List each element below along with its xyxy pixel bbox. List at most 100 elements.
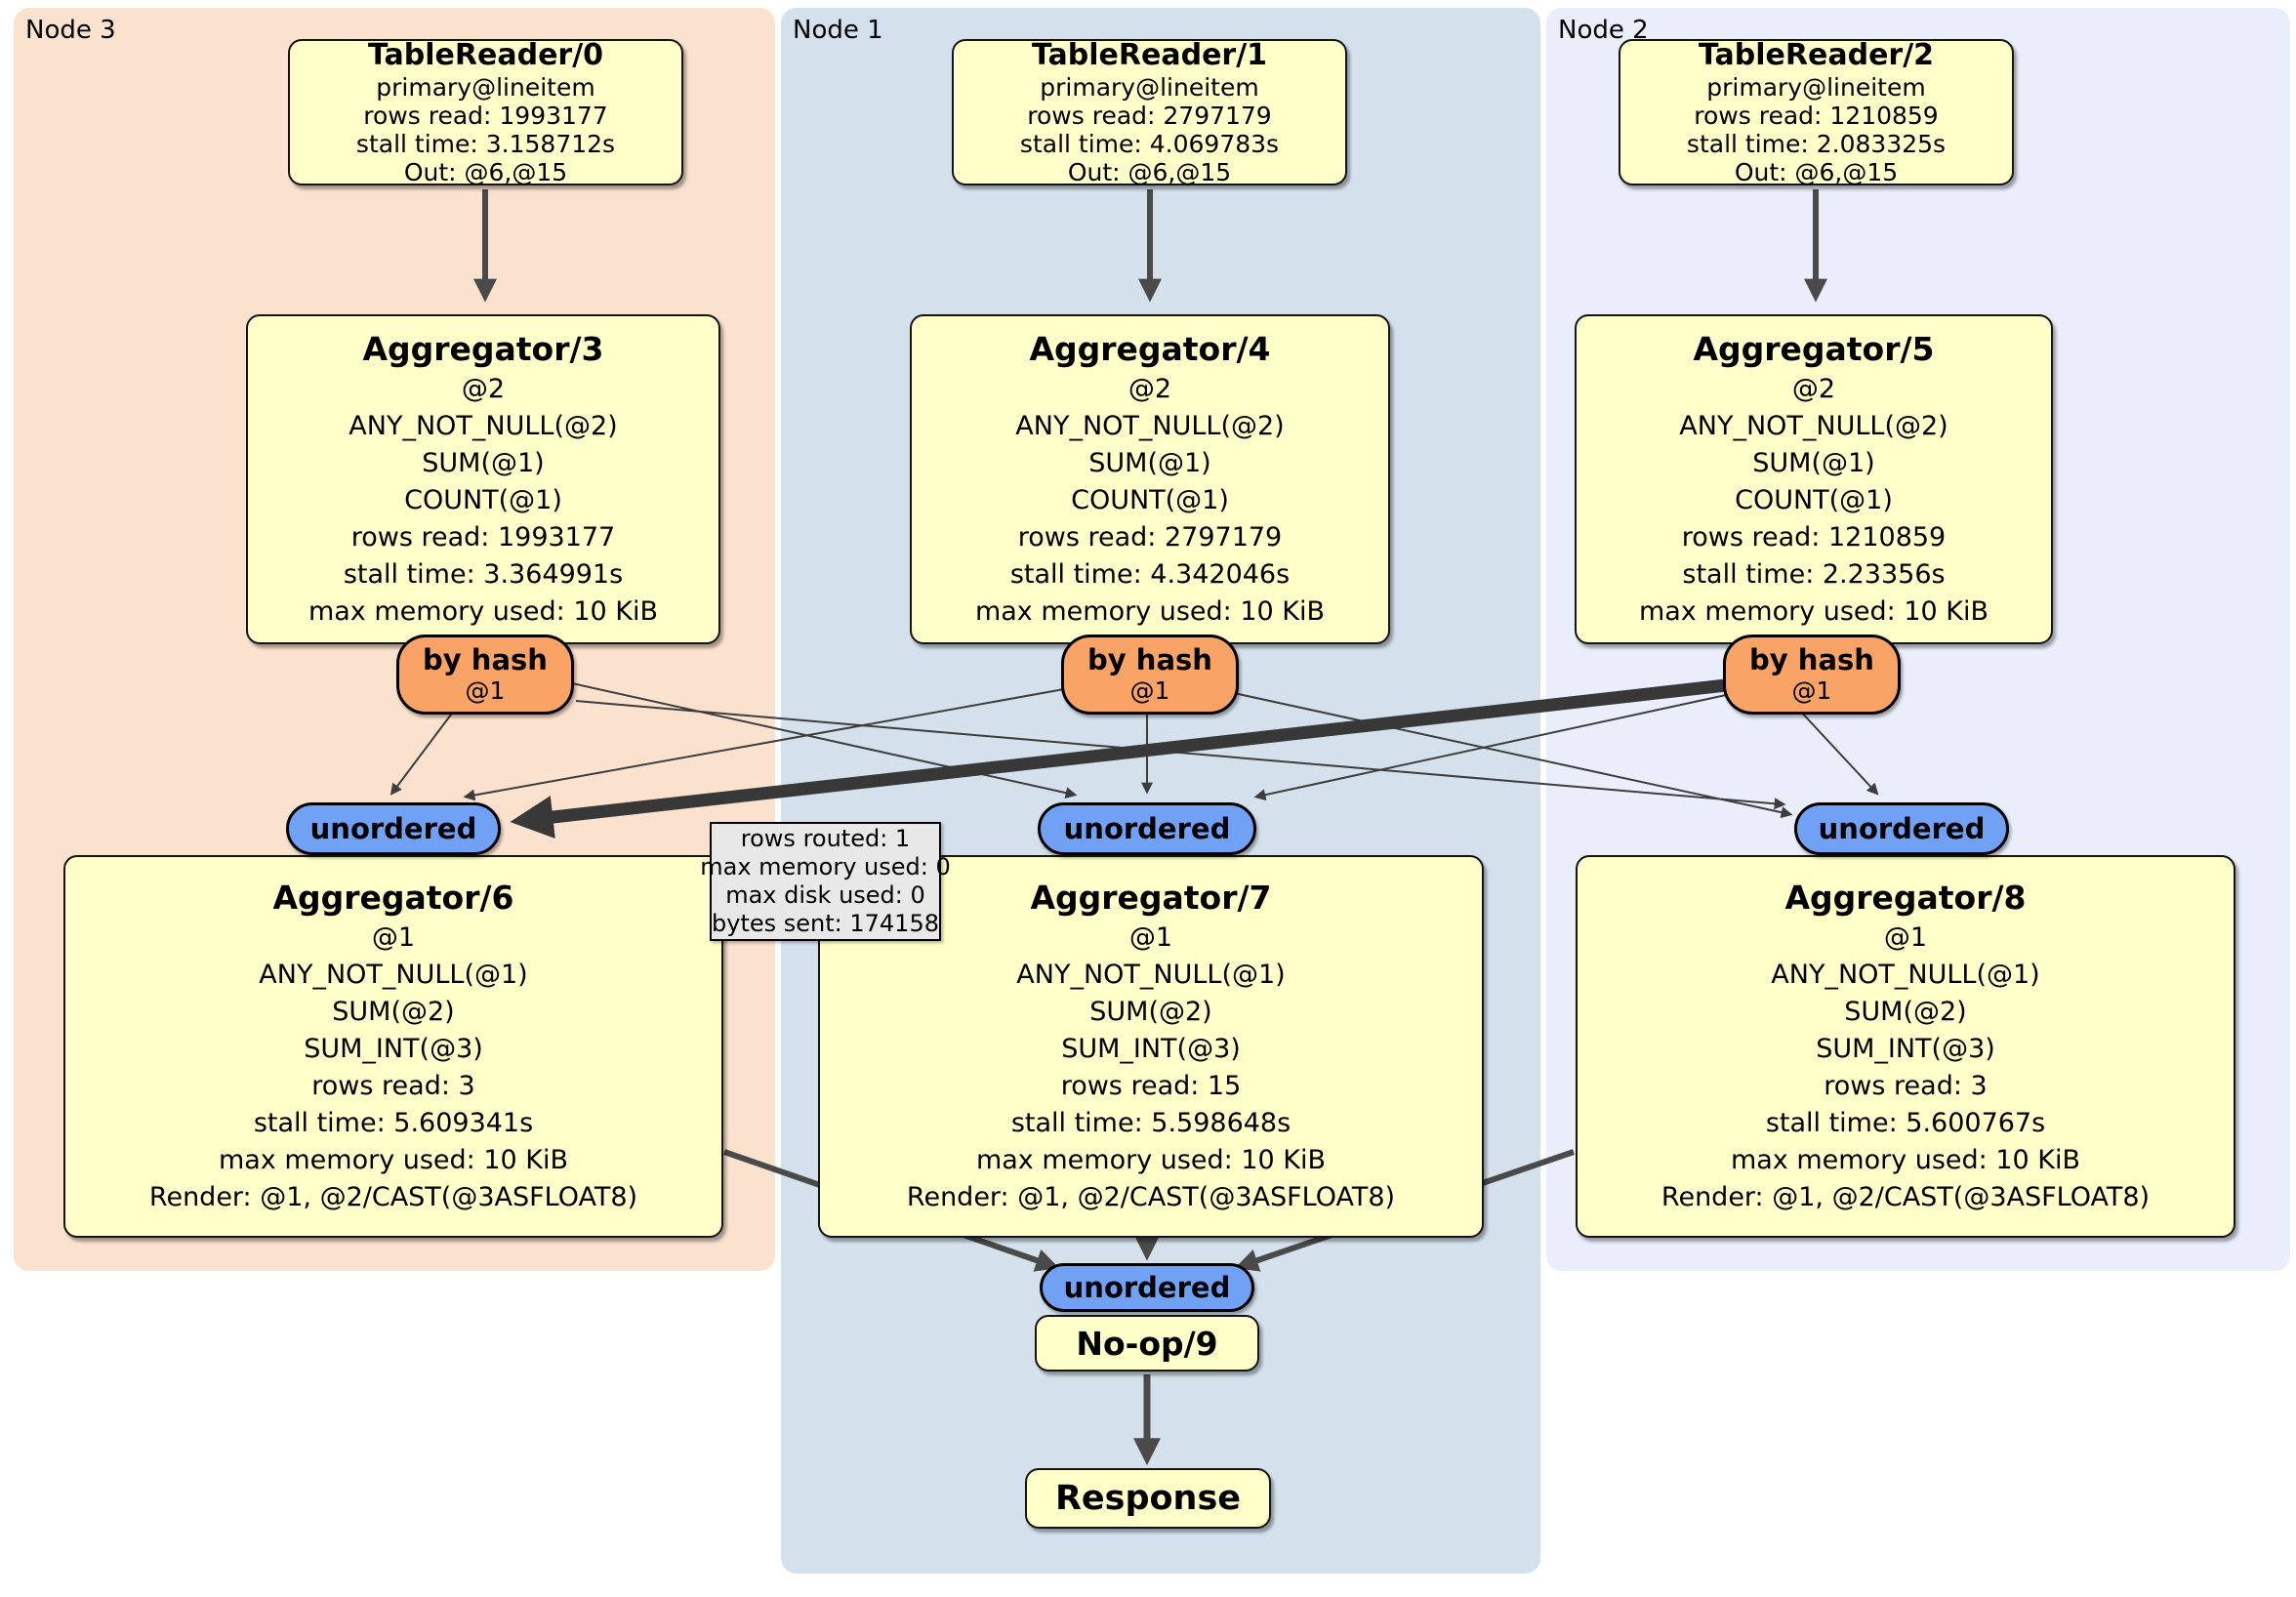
detail-line: ANY_NOT_NULL(@1) (1016, 960, 1286, 990)
sync-unordered-node3[interactable]: unordered (286, 802, 501, 855)
detail-line: max memory used: 10 KiB (974, 596, 1326, 627)
detail-line: max memory used: 10 KiB (1730, 1145, 2081, 1175)
detail-line: stall time: 3.158712s (355, 130, 616, 158)
edge-hash5-sync2[interactable] (1797, 708, 1879, 796)
detail-line: stall time: 5.598648s (1010, 1108, 1292, 1138)
detail-line: SUM(@2) (332, 997, 455, 1027)
detail-line: stall time: 5.600767s (1765, 1108, 2046, 1138)
detail-line: stall time: 2.23356s (1682, 559, 1946, 590)
panel-node1: Node 1 (781, 8, 1540, 1574)
detail-line: max memory used: 10 KiB (975, 1145, 1327, 1175)
detail-line: @1 (1128, 922, 1173, 953)
edge-hash3-sync1[interactable] (571, 682, 1078, 799)
processor-title: Response (1054, 1479, 1242, 1518)
processor-title: Aggregator/4 (1029, 330, 1271, 368)
aggregator-5-box[interactable]: Aggregator/5 @2 ANY_NOT_NULL(@2) SUM(@1)… (1575, 314, 2053, 644)
detail-line: Render: @1, @2/CAST(@3ASFLOAT8) (148, 1182, 638, 1212)
detail-line: SUM(@2) (1089, 997, 1212, 1027)
edge-hash4-sync3[interactable] (463, 688, 1065, 801)
detail-line: Render: @1, @2/CAST(@3ASFLOAT8) (906, 1182, 1396, 1212)
detail-line: Out: @6,@15 (1734, 158, 1899, 186)
processor-title: No-op/9 (1076, 1324, 1218, 1363)
detail-line: rows read: 15 (1060, 1071, 1242, 1101)
detail-line: rows read: 1210859 (1681, 522, 1947, 553)
router-by-hash-node1[interactable]: by hash @1 (1061, 635, 1239, 715)
sync-label: unordered (1818, 812, 1986, 845)
panel-node3-label: Node 3 (25, 16, 116, 45)
processor-title: TableReader/2 (1698, 38, 1935, 72)
detail-line: SUM_INT(@3) (1816, 1034, 1995, 1064)
tooltip-line: bytes sent: 174158 (712, 910, 939, 937)
detail-line: ANY_NOT_NULL(@1) (1771, 960, 2040, 990)
router-by-hash-node2[interactable]: by hash @1 (1723, 635, 1901, 715)
sync-unordered-node2[interactable]: unordered (1794, 802, 2009, 855)
tooltip-line: max memory used: 0 (700, 853, 951, 880)
aggregator-8-box[interactable]: Aggregator/8 @1 ANY_NOT_NULL(@1) SUM(@2)… (1576, 855, 2235, 1238)
detail-line: primary@lineitem (1040, 73, 1259, 102)
processor-title: Aggregator/8 (1784, 879, 2027, 917)
sync-unordered-node1[interactable]: unordered (1038, 802, 1256, 855)
detail-line: SUM(@1) (1752, 448, 1875, 478)
processor-title: Aggregator/3 (362, 330, 604, 368)
table-reader-2-box[interactable]: TableReader/2 primary@lineitem rows read… (1619, 38, 2014, 186)
detail-line: SUM_INT(@3) (1061, 1034, 1241, 1064)
detail-line: @2 (1128, 374, 1172, 404)
detail-line: rows read: 1210859 (1694, 102, 1939, 130)
detail-line: @2 (461, 374, 506, 404)
table-reader-1-box[interactable]: TableReader/1 primary@lineitem rows read… (952, 38, 1347, 186)
processor-title: Aggregator/6 (272, 879, 514, 917)
processor-title: Aggregator/7 (1030, 879, 1272, 917)
detail-line: stall time: 3.364991s (343, 559, 624, 590)
detail-line: max memory used: 10 KiB (308, 596, 659, 627)
detail-line: COUNT(@1) (1071, 485, 1229, 515)
detail-line: SUM(@1) (1088, 448, 1211, 478)
aggregator-6-box[interactable]: Aggregator/6 @1 ANY_NOT_NULL(@1) SUM(@2)… (63, 855, 723, 1238)
sync-label: unordered (1063, 1271, 1231, 1304)
detail-line: SUM(@2) (1844, 997, 1967, 1027)
router-key: @1 (1791, 676, 1832, 705)
router-label: by hash (1087, 643, 1212, 676)
processor-title: TableReader/0 (367, 38, 604, 72)
router-by-hash-node3[interactable]: by hash @1 (396, 635, 574, 715)
detail-line: primary@lineitem (376, 73, 595, 102)
detail-line: @2 (1791, 374, 1836, 404)
detail-line: rows read: 1993177 (363, 102, 608, 130)
detail-line: SUM_INT(@3) (304, 1034, 483, 1064)
detail-line: max memory used: 10 KiB (1638, 596, 1989, 627)
noop-box[interactable]: No-op/9 (1035, 1315, 1259, 1372)
router-key: @1 (1129, 676, 1170, 705)
tooltip-line: max disk used: 0 (725, 881, 925, 909)
sync-label: unordered (1063, 812, 1231, 845)
detail-line: stall time: 5.609341s (253, 1108, 534, 1138)
detail-line: rows read: 3 (1824, 1071, 1988, 1101)
router-label: by hash (423, 643, 548, 676)
detail-line: rows read: 2797179 (1027, 102, 1272, 130)
detail-line: ANY_NOT_NULL(@2) (1679, 411, 1948, 441)
router-label: by hash (1749, 643, 1874, 676)
table-reader-0-box[interactable]: TableReader/0 primary@lineitem rows read… (288, 38, 683, 186)
aggregator-7-box[interactable]: Aggregator/7 @1 ANY_NOT_NULL(@1) SUM(@2)… (818, 855, 1484, 1238)
sync-unordered-final[interactable]: unordered (1040, 1263, 1254, 1312)
detail-line: Render: @1, @2/CAST(@3ASFLOAT8) (1660, 1182, 2151, 1212)
aggregator-4-box[interactable]: Aggregator/4 @2 ANY_NOT_NULL(@2) SUM(@1)… (910, 314, 1390, 644)
edge-hash5-sync3-highlighted[interactable] (510, 678, 1727, 839)
detail-line: @1 (1883, 922, 1928, 953)
edge-hash3-sync3[interactable] (390, 706, 458, 796)
edge-hash4-sync2[interactable] (1233, 692, 1793, 819)
detail-line: Out: @6,@15 (1067, 158, 1232, 186)
detail-line: stall time: 2.083325s (1686, 130, 1947, 158)
detail-line: COUNT(@1) (404, 485, 562, 515)
router-key: @1 (465, 676, 506, 705)
response-box[interactable]: Response (1025, 1468, 1271, 1529)
tooltip-route-stats: rows routed: 1 max memory used: 0 max di… (700, 822, 951, 941)
aggregator-3-box[interactable]: Aggregator/3 @2 ANY_NOT_NULL(@2) SUM(@1)… (246, 314, 720, 644)
tooltip-line: rows routed: 1 (740, 825, 911, 852)
detail-line: stall time: 4.069783s (1019, 130, 1280, 158)
processor-title: TableReader/1 (1031, 38, 1268, 72)
detail-line: Out: @6,@15 (403, 158, 568, 186)
detail-line: ANY_NOT_NULL(@2) (1015, 411, 1285, 441)
edge-hash5-sync1[interactable] (1253, 694, 1727, 801)
detail-line: primary@lineitem (1706, 73, 1926, 102)
detail-line: rows read: 1993177 (350, 522, 616, 553)
